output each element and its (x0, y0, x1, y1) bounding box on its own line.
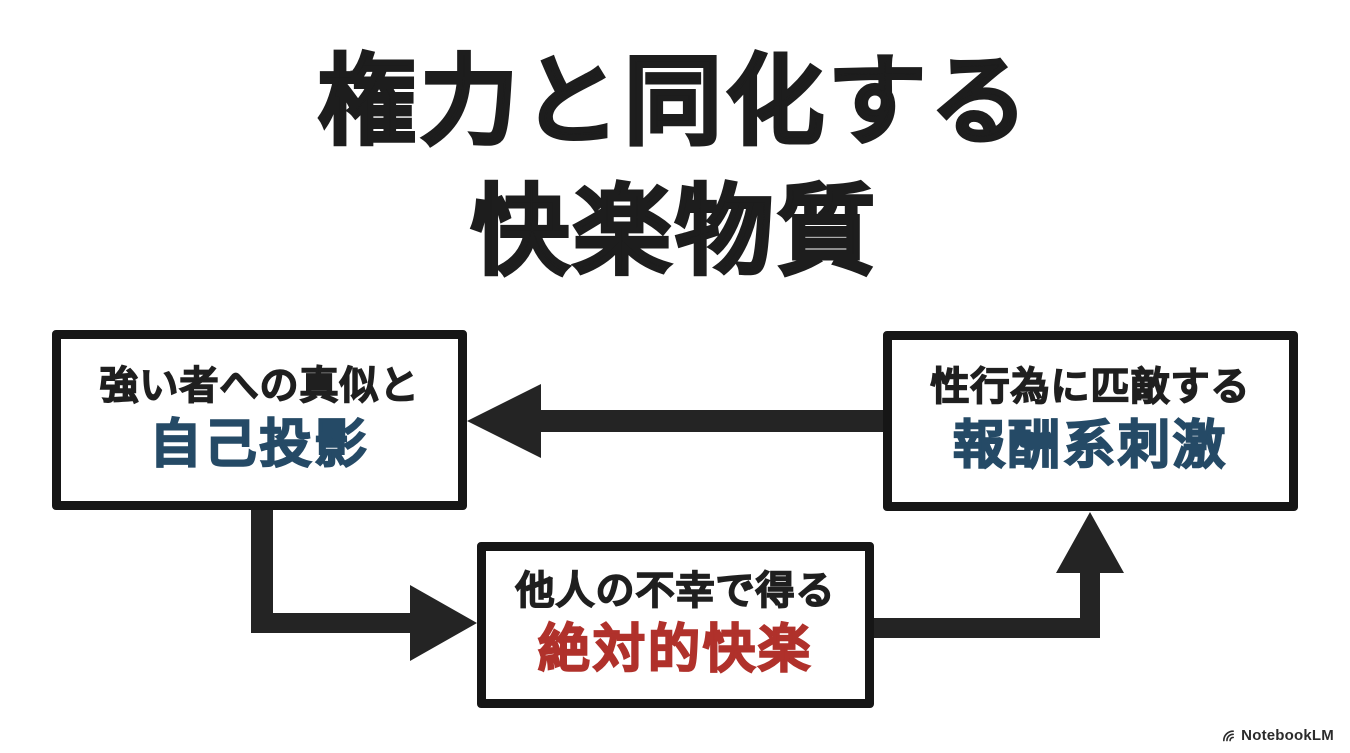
watermark: NotebookLM (1221, 727, 1334, 744)
watermark-label: NotebookLM (1241, 727, 1334, 744)
node-bottom-line1: 他人の不幸で得る (515, 569, 836, 614)
arrow-right-to-left (467, 384, 890, 458)
page-title-line1: 権力と同化する (316, 45, 1032, 158)
arrow-bottom-to-right (868, 512, 1124, 638)
node-left-line1: 強い者への真似と (99, 364, 420, 409)
page-title-line2: 快楽物質 (469, 175, 879, 288)
node-absolute-pleasure: 他人の不幸で得る 絶対的快楽 (477, 542, 874, 708)
page-title: 権力と同化する 快楽物質 (0, 36, 1350, 296)
node-left-line2: 自己投影 (149, 415, 370, 475)
arrow-left-to-bottom (251, 504, 477, 661)
node-imitation-self-projection: 強い者への真似と 自己投影 (52, 330, 467, 510)
node-right-line2: 報酬系刺激 (952, 416, 1228, 476)
node-bottom-line2: 絶対的快楽 (537, 620, 813, 680)
node-reward-system-stimulus: 性行為に匹敵する 報酬系刺激 (883, 331, 1298, 511)
notebooklm-logo-icon (1221, 728, 1236, 743)
node-right-line1: 性行為に匹敵する (930, 365, 1251, 410)
